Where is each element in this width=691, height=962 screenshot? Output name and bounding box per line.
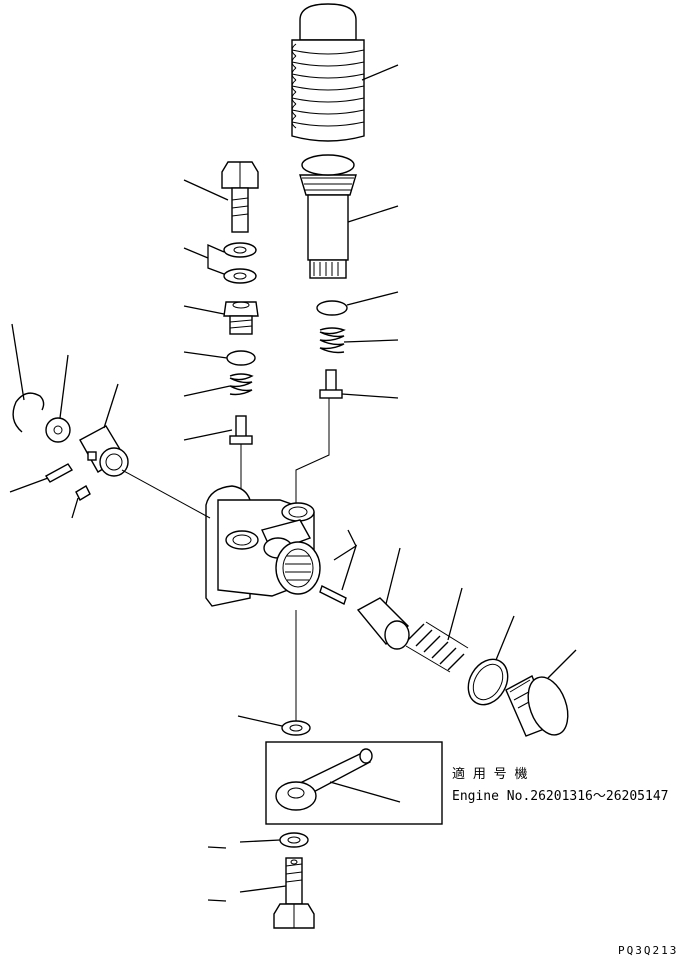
gasket-icon bbox=[467, 658, 509, 706]
leader-pin-short bbox=[71, 497, 79, 519]
leader-spring-right bbox=[343, 339, 399, 343]
washer-lower-1-icon bbox=[281, 720, 311, 736]
centerline-coupler bbox=[121, 469, 211, 519]
leader-coupler bbox=[103, 383, 119, 429]
leader-spring-left bbox=[183, 385, 231, 397]
washer-upper-2-icon bbox=[223, 268, 257, 284]
hollow-bolt-icon bbox=[221, 161, 259, 233]
leader-threaded-plug bbox=[547, 649, 577, 679]
hollow-bolt-lower-icon bbox=[273, 857, 315, 929]
leader-valve-left bbox=[183, 429, 233, 441]
spring-left-icon bbox=[229, 373, 254, 396]
rubber-bellows-cap-icon bbox=[291, 3, 365, 142]
leader-bolt bbox=[183, 179, 229, 201]
leader-gasket bbox=[495, 615, 515, 661]
leader-washer-side bbox=[59, 354, 69, 419]
washer-upper-1-icon bbox=[223, 242, 257, 258]
pin-long-icon bbox=[44, 463, 74, 483]
centerline-right bbox=[295, 398, 330, 510]
dash-lower-bolt bbox=[207, 899, 227, 902]
leader-oring-right bbox=[346, 291, 399, 306]
leader-valve-right bbox=[341, 393, 399, 399]
o-ring-left-icon bbox=[226, 350, 256, 366]
check-valve-right-icon bbox=[319, 369, 343, 399]
coupler-icon bbox=[79, 425, 129, 477]
o-ring-right-icon bbox=[316, 300, 348, 316]
pin-short-icon bbox=[75, 485, 91, 501]
priming-plug-icon bbox=[223, 301, 259, 335]
pump-body-icon bbox=[205, 485, 321, 607]
sleeve-icon bbox=[356, 597, 410, 650]
priming-pump-icon bbox=[299, 154, 357, 279]
check-valve-left-icon bbox=[229, 415, 253, 445]
applicable-serial-range: Engine No.26201316～26205147 bbox=[452, 789, 669, 804]
threaded-plug-icon bbox=[505, 675, 569, 737]
leader-oring-left bbox=[183, 351, 228, 359]
leader-washer-lower-2 bbox=[239, 839, 281, 843]
leader-plug-left bbox=[183, 305, 225, 315]
leader-banjo bbox=[329, 781, 401, 803]
leader-snap-ring bbox=[11, 323, 25, 401]
leader-pin-long bbox=[9, 477, 49, 493]
snap-ring-icon bbox=[12, 392, 45, 433]
spring-right-icon bbox=[319, 327, 346, 354]
leader-pump bbox=[347, 205, 399, 223]
applicable-serial-label: 適 用 号 機 bbox=[452, 766, 527, 782]
leader-bolt-lower bbox=[239, 885, 287, 893]
leader-pin-side bbox=[333, 529, 358, 591]
leader-washer-lower-1 bbox=[237, 715, 283, 727]
pin-side-icon bbox=[319, 585, 347, 605]
washer-side-icon bbox=[45, 417, 71, 443]
washer-lower-2-icon bbox=[279, 832, 309, 848]
dash-lower-2 bbox=[207, 846, 227, 849]
leader-spring-side bbox=[447, 587, 463, 641]
drawing-code: PQ3Q213 bbox=[618, 944, 678, 957]
spring-side-icon bbox=[405, 621, 469, 673]
alternate-parts-frame bbox=[265, 741, 443, 825]
leader-washers bbox=[183, 244, 225, 275]
leader-bellows bbox=[361, 64, 399, 81]
leader-sleeve bbox=[385, 547, 401, 605]
banjo-fitting-icon bbox=[275, 748, 373, 811]
